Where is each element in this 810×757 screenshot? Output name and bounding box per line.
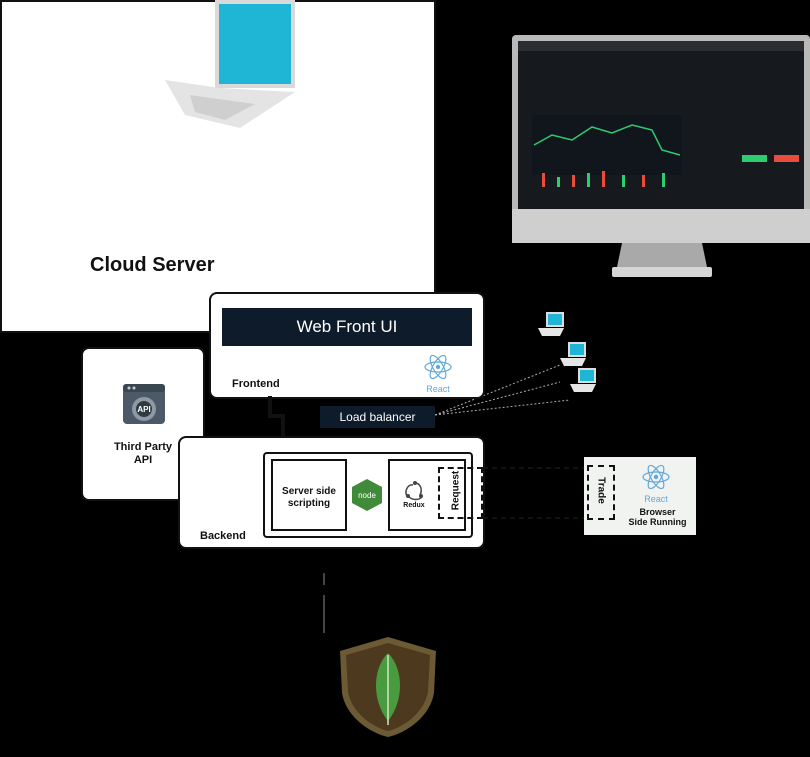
database-connector	[323, 573, 325, 633]
browser-label-line1: Browser	[639, 507, 676, 517]
browser-react-logo: React	[641, 464, 671, 504]
client-laptop-icon	[538, 312, 564, 336]
redux-icon	[405, 481, 423, 501]
frontend-label: Frontend	[232, 378, 280, 390]
server-side-line2: scripting	[287, 498, 331, 509]
client-laptop-icon	[560, 342, 586, 366]
browser-side-running-label: Browser Side Running	[620, 507, 695, 527]
server-side-scripting-box	[271, 459, 347, 531]
web-front-ui-banner: Web Front UI	[222, 308, 472, 346]
redux-box	[388, 459, 466, 531]
server-side-line1: Server side	[282, 486, 336, 497]
nodejs-icon: node	[352, 479, 382, 511]
trade-label: Trade	[595, 477, 607, 504]
client-laptop-icon	[570, 368, 596, 392]
mongodb-leaf-icon	[340, 637, 436, 737]
browser-side-box	[584, 457, 696, 535]
browser-react-caption: React	[644, 494, 668, 504]
react-logo: React	[423, 354, 453, 394]
laptop-icon	[165, 0, 295, 128]
cloud-server-title: Cloud Server	[90, 254, 215, 276]
desktop-monitor-icon	[512, 35, 810, 277]
third-party-label-line2: API	[133, 454, 153, 466]
request-dashed-box	[438, 467, 483, 519]
backend-label: Backend	[200, 530, 246, 542]
react-icon	[424, 354, 452, 380]
third-party-api-label: Third Party API	[105, 441, 181, 467]
trade-dashed-box	[587, 465, 615, 520]
browser-label-line2: Side Running	[628, 517, 687, 527]
api-gear-icon: API	[123, 384, 165, 424]
server-side-scripting-label: Server side scripting	[276, 486, 342, 510]
load-balancer-badge: Load balancer	[320, 406, 435, 428]
react-icon	[642, 464, 670, 490]
api-icon-text: API	[137, 405, 150, 414]
react-caption: React	[426, 384, 450, 394]
request-trade-connector	[483, 467, 587, 519]
third-party-label-line1: Third Party	[113, 441, 173, 453]
client-connection-lines	[434, 364, 570, 416]
frontend-backend-connector	[268, 396, 285, 440]
node-caption: node	[358, 491, 376, 500]
redux-caption: Redux	[403, 502, 425, 509]
request-label: Request	[450, 470, 462, 511]
